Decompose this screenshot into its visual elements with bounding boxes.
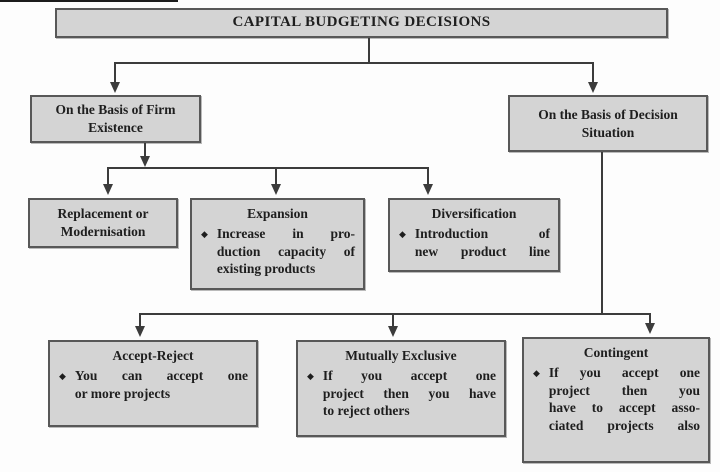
arrow-down-icon [588,82,598,93]
node-mutually-exclusive: Mutually Exclusive ◆ If you accept one p… [296,340,506,437]
diamond-bullet-icon: ◆ [59,371,66,381]
node-title: Diversification [431,206,517,221]
bullet-line: existing products [216,261,316,277]
node-label-line: Replacement or [57,206,149,222]
bullet-line: You can accept one [74,368,248,383]
node-replacement-or-modernisation: Replacement or Modernisation [28,198,178,248]
diamond-bullet-icon: ◆ [533,368,540,378]
connector-drop-mutually-exclusive [392,313,394,327]
bullet-text: Introduction of new product line [415,225,550,260]
arrow-down-icon [645,323,655,334]
bullet-text: If you accept one project then you have … [323,367,496,420]
arrow-down-icon [140,156,150,167]
node-title: Accept-Reject [112,348,194,363]
node-expansion: Expansion ◆ Increase in pro- duction cap… [190,198,365,290]
bullet-row: ◆ If you accept one project then you hav… [524,364,708,434]
node-label-line: On the Basis of Decision [538,106,678,122]
arrow-down-icon [388,326,398,337]
bullet-text: You can accept one or more projects [75,367,248,402]
bullet-line: duction capacity of [216,243,355,259]
node-diversification: Diversification ◆ Introduction of new pr… [388,198,560,272]
bullet-line: If you accept one [548,365,700,380]
bullet-line: new product line [414,243,550,259]
node-title: Contingent [583,345,649,360]
connector-drop-diversification [427,167,429,185]
connector-firm-horizontal [107,167,429,169]
connector-decision-horizontal [139,313,651,315]
node-label-line: Existence [88,120,143,135]
connector-root-stub [368,38,370,63]
connector-drop-contingent [649,313,651,324]
arrow-down-icon [423,184,433,195]
root-title: CAPITAL BUDGETING DECISIONS [232,14,491,30]
node-label-line: Modernisation [60,224,146,239]
connector-drop-decision [592,62,594,83]
arrow-down-icon [103,184,113,195]
bullet-line: Introduction of [414,226,550,241]
bullet-row: ◆ Introduction of new product line [390,225,558,260]
connector-drop-replacement [107,167,109,185]
scan-border-artifact [0,0,178,2]
node-label-line: On the Basis of Firm [55,102,176,118]
bullet-row: ◆ Increase in pro- duction capacity of e… [192,225,363,278]
bullet-row: ◆ You can accept one or more projects [50,367,256,402]
bullet-line: or more projects [74,385,171,401]
node-basis-of-firm-existence: On the Basis of Firm Existence [30,95,201,143]
node-capital-budgeting-decisions: CAPITAL BUDGETING DECISIONS [55,8,668,38]
bullet-text: If you accept one project then you have … [549,364,700,434]
node-contingent: Contingent ◆ If you accept one project t… [522,337,710,463]
connector-drop-firm [114,62,116,83]
connector-drop-accept-reject [139,313,141,327]
bullet-line: to reject others [322,403,410,419]
node-title: Mutually Exclusive [345,348,457,363]
node-basis-of-decision-situation: On the Basis of Decision Situation [508,95,708,152]
bullet-line: project then you have [322,385,496,401]
connector-drop-expansion [275,167,277,185]
bullet-line: have to accept asso- [548,400,700,416]
node-label-line: Situation [581,124,635,140]
bullet-text: Increase in pro- duction capacity of exi… [217,225,355,278]
diamond-bullet-icon: ◆ [201,229,208,239]
diamond-bullet-icon: ◆ [399,229,406,239]
arrow-down-icon [110,82,120,93]
arrow-down-icon [135,326,145,337]
connector-decision-stub [601,152,603,314]
bullet-line: If you accept one [322,368,496,383]
connector-level1-horizontal [114,62,594,64]
connector-firm-stub [144,143,146,158]
arrow-down-icon [271,184,281,195]
bullet-line: project then you [548,382,700,398]
bullet-row: ◆ If you accept one project then you hav… [298,367,504,420]
node-title: Expansion [247,206,308,221]
bullet-line: Increase in pro- [216,226,355,241]
node-accept-reject: Accept-Reject ◆ You can accept one or mo… [48,340,258,427]
diamond-bullet-icon: ◆ [307,371,314,381]
bullet-line: ciated projects also [548,417,700,433]
